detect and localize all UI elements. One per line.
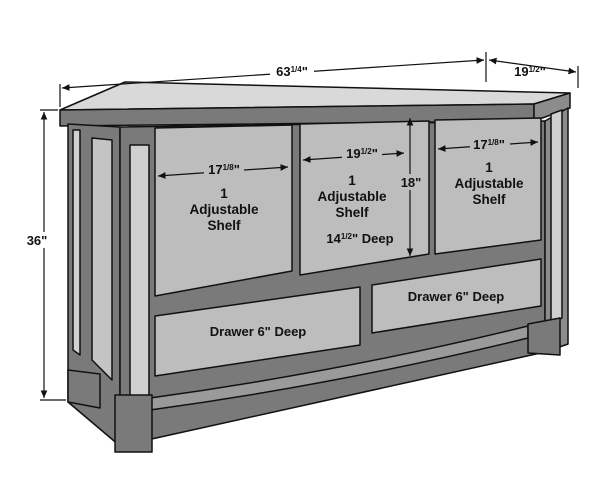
compartment-1-width-label: 171/8" [208, 162, 240, 177]
compartment-3-width-label: 171/8" [473, 137, 505, 152]
top-right-edge [533, 92, 571, 122]
compartment-3-line2: Adjustable [454, 176, 524, 191]
labels: 631/4" 191/2" 36" 171/8" 1 Adjustable Sh… [20, 63, 546, 339]
front-left-foot [114, 394, 153, 453]
compartment-2-line1: 1 [348, 173, 356, 188]
left-back-leg-slot [72, 129, 81, 356]
overall-depth-label: 191/2" [514, 64, 546, 79]
drawer-2-label: Drawer 6" Deep [408, 289, 505, 304]
left-side-panel [91, 137, 113, 381]
front-left-stile [129, 144, 150, 421]
right-side-panel [550, 109, 563, 325]
compartment-2-height-label: 18" [401, 175, 422, 190]
drawer-1-label: Drawer 6" Deep [210, 324, 307, 339]
compartment-2-width-label: 191/2" [346, 146, 378, 161]
compartment-panel-3 [434, 117, 542, 255]
compartment-2-line3: Shelf [335, 205, 369, 220]
compartment-2-line2: Adjustable [317, 189, 387, 204]
compartment-1-line3: Shelf [207, 218, 241, 233]
compartment-3-line1: 1 [485, 160, 493, 175]
compartment-1-line2: Adjustable [189, 202, 259, 217]
drawer-front-2 [371, 258, 542, 334]
overall-height-label: 36" [27, 233, 48, 248]
compartment-3-line3: Shelf [472, 192, 506, 207]
compartment-2-depth-label: 141/2" Deep [326, 231, 393, 246]
compartment-1-line1: 1 [220, 186, 228, 201]
drawer-front-1 [154, 286, 361, 377]
left-back-foot [67, 369, 101, 409]
front-right-foot [527, 317, 561, 356]
overall-depth-line [488, 57, 577, 75]
overall-width-label: 631/4" [276, 64, 308, 79]
